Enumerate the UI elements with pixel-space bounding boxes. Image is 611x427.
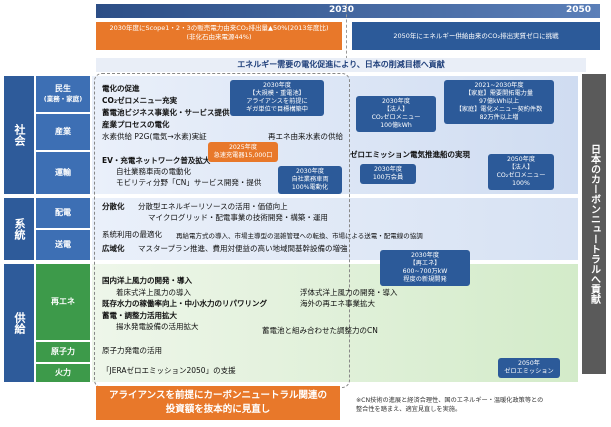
sub-kashiwa-note: (業務・家庭) <box>43 95 83 103</box>
goal-2030-line1: 2030年度にScope1・2・3の販売電力由来CO₂排出量▲50%(2013年… <box>109 24 329 32</box>
text-mobility-cn: モビリティ分野「CN」サービス開発・提供 <box>116 178 262 187</box>
text-decentralization: 分散化 <box>102 202 125 211</box>
sub-transport: 運輸 <box>36 152 90 194</box>
text-electrification: 電化の促進 <box>102 84 140 93</box>
goal-2050-text: 2050年にエネルギー供給由来のCO₂排出実質ゼロに挑戦 <box>393 32 559 40</box>
year-2050: 2050 <box>566 5 592 15</box>
band-supply <box>92 264 578 382</box>
text-co2-zero-menu: CO₂ゼロメニュー充実 <box>102 96 178 105</box>
text-grid-optimization: 系統利用の最適化 <box>102 230 162 239</box>
text-floating-offshore: 浮体式洋上風力の開発・導入 <box>300 288 398 297</box>
section-supply: 供給 <box>4 264 34 382</box>
text-microgrid: マイクログリッド・配電事業の技術開発・構築・運用 <box>148 213 328 222</box>
text-nuclear: 原子力発電の活用 <box>102 346 162 355</box>
timeline-bar: 2030 2050 <box>96 4 600 18</box>
carbon-neutral-contribution: 日本のカーボンニュートラルへ貢献 <box>582 74 606 374</box>
callout-battery-2030: 2030年度 【大規模・重電池】 アライアンスを前提に ギガ単位で目標構築中 <box>230 80 324 116</box>
sub-nuclear: 原子力 <box>36 342 90 362</box>
divider-2030 <box>346 4 347 64</box>
callout-members-2030: 2030年度 100万会員 <box>360 164 416 184</box>
text-pumped-hydro: 揚水発電設備の活用拡大 <box>116 322 199 331</box>
goal-2030-line2: (非化石由来電源44%) <box>186 33 252 41</box>
text-hydro-repower: 既存水力の稼働率向上・中小水力のリパワリング <box>102 299 267 308</box>
text-der-utilization: 分散型エネルギーリソースの活用・価値向上 <box>138 202 288 211</box>
callout-renewable-2030: 2030年度 【再エネ】 600~700万kW 程度の新規開発 <box>380 250 470 286</box>
callout-chargers-2025: 2025年度 急速充電器15,000口 <box>208 142 278 162</box>
callout-household-2030: 2021~2030年度 【家庭】需要開拓電力量 97億kWh以上 【家庭】電化メ… <box>444 80 554 124</box>
text-renewable-hydrogen: 再エネ由来水素の供給 <box>268 132 343 141</box>
sub-kashiwa: 民生 (業務・家庭) <box>36 76 90 112</box>
text-jera: 「JERAゼロエミッション2050」の支援 <box>102 366 236 375</box>
sub-industry: 産業 <box>36 114 90 150</box>
text-industrial-electrification: 産業プロセスの電化 <box>102 120 170 129</box>
text-wide-area: 広域化 <box>102 244 125 253</box>
goal-2030-box: 2030年度にScope1・2・3の販売電力由来CO₂排出量▲50%(2013年… <box>96 22 342 50</box>
text-zero-emission-ship: ゼロエミッション電気推進船の実現 <box>350 150 470 159</box>
goal-2050-box: 2050年にエネルギー供給由来のCO₂排出実質ゼロに挑戦 <box>352 22 600 50</box>
text-hydrogen-p2g: 水素供給 P2G(電気→水素)実証 <box>102 132 207 141</box>
investment-review-box: アライアンスを前提にカーボンニュートラル関連の 投資額を抜本的に見直し <box>96 386 340 420</box>
section-system: 系統 <box>4 198 34 260</box>
band-system <box>92 198 578 260</box>
text-company-vehicles: 自社業務車両の電動化 <box>116 167 191 176</box>
text-overseas-renewable: 海外の再エネ事業拡大 <box>300 299 375 308</box>
text-master-plan: マスタープラン推進、費用対便益の高い地域間基幹設備の増強 <box>138 244 348 253</box>
text-storage-expansion: 蓄電・調整力活用拡大 <box>102 311 177 320</box>
footnote: ※CN技術の進展と経済合理性、国のエネルギー・温暖化政策等との 整合性を踏まえ、… <box>356 397 544 413</box>
text-offshore-wind: 国内洋上風力の開発・導入 <box>102 276 192 285</box>
section-society: 社会 <box>4 76 34 194</box>
sub-thermal: 火力 <box>36 364 90 382</box>
text-ev-network: EV・充電ネットワーク普及拡大 <box>102 156 211 165</box>
callout-vehicles-2030: 2030年度 自社業務車両 100%電動化 <box>278 166 342 194</box>
text-battery-business: 蓄電池ビジネス事業化・サービス提供 <box>102 108 230 117</box>
electrification-banner: エネルギー需要の電化促進により、日本の削減目標へ貢献 <box>96 58 586 72</box>
callout-corporate-2050: 2050年度 【法人】 CO₂ゼロメニュー 100% <box>488 154 554 190</box>
sub-kashiwa-label: 民生 <box>55 84 71 93</box>
sub-distribution: 配電 <box>36 198 90 228</box>
callout-zero-emission-2050: 2050年 ゼロエミッション <box>498 358 560 378</box>
callout-corporate-2030: 2030年度 【法人】 CO₂ゼロメニュー 100億kWh <box>356 96 436 132</box>
sub-renewable: 再エネ <box>36 264 90 340</box>
text-battery-adjustment: 蓄電池と組み合わせた調整力のCN <box>262 326 378 335</box>
text-redispatch: 再給電方式の導入、市場主導型の混雑管理への転換、市場による送電・配電線の協調 <box>176 232 423 240</box>
text-fixed-offshore: 着床式洋上風力の導入 <box>116 288 191 297</box>
year-2030: 2030 <box>329 5 355 15</box>
sub-transmission: 送電 <box>36 230 90 260</box>
